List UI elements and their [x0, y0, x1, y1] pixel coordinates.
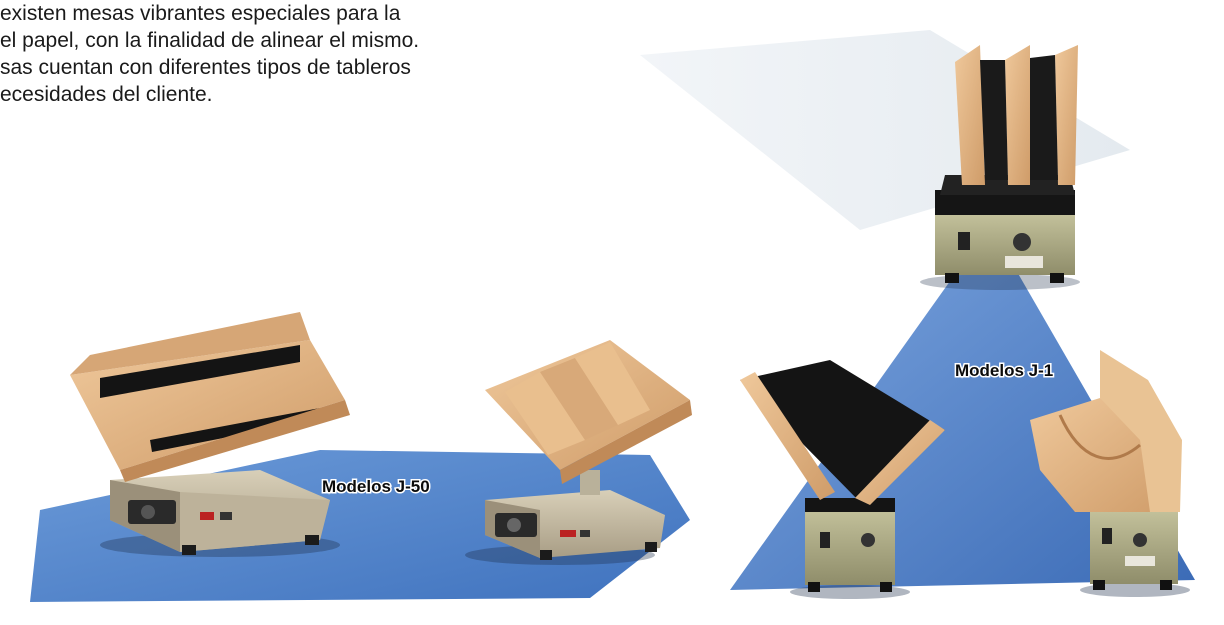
vibrating-table-j50-large	[70, 312, 350, 557]
vibrating-table-j1-black-tray	[740, 360, 945, 599]
label-modelos-j1: Modelos J-1	[955, 361, 1053, 380]
intro-paragraph: existen mesas vibrantes especiales para …	[0, 2, 420, 106]
vibrating-table-j1-corner-tray	[1030, 350, 1190, 597]
label-modelos-j50: Modelos J-50	[322, 477, 430, 496]
vibrating-table-j1-top	[920, 45, 1080, 290]
vibrating-table-j50-small	[465, 340, 692, 565]
